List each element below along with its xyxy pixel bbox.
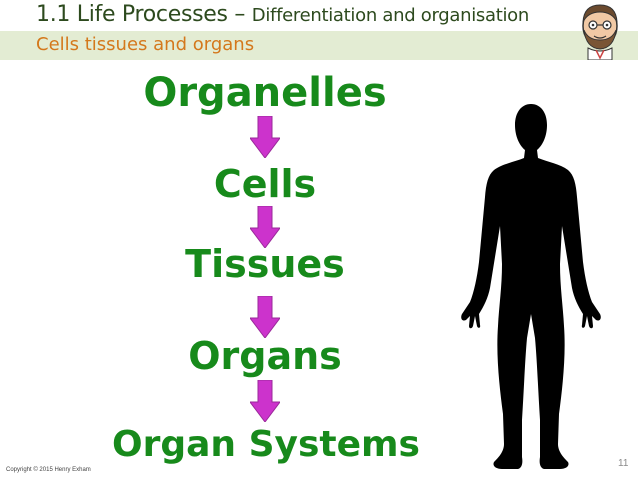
arrow-down-icon: [250, 206, 280, 248]
slide-subtitle: Cells tissues and organs: [36, 34, 255, 55]
step-organelles: Organelles: [143, 70, 387, 116]
step-organs: Organs: [188, 334, 342, 378]
title-rest: Differentiation and organisation: [251, 5, 530, 26]
arrow-down-icon: [250, 116, 280, 158]
step-cells: Cells: [213, 162, 317, 206]
copyright-text: Copyright © 2015 Henry Exham: [6, 467, 91, 473]
step-organ-systems: Organ Systems: [112, 424, 420, 465]
title-band: [0, 0, 638, 31]
arrow-down-icon: [250, 380, 280, 422]
human-silhouette-icon: [461, 104, 601, 469]
title-main: 1.1 Life Processes –: [36, 2, 252, 27]
step-tissues: Tissues: [185, 242, 345, 286]
slide-header: 1.1 Life Processes – Differentiation and…: [0, 0, 638, 62]
slide-title: 1.1 Life Processes – Differentiation and…: [36, 2, 529, 27]
page-number: 11: [618, 458, 629, 469]
arrow-down-icon: [250, 296, 280, 338]
subtitle-band: [0, 31, 638, 60]
teacher-avatar-icon: [582, 4, 618, 60]
